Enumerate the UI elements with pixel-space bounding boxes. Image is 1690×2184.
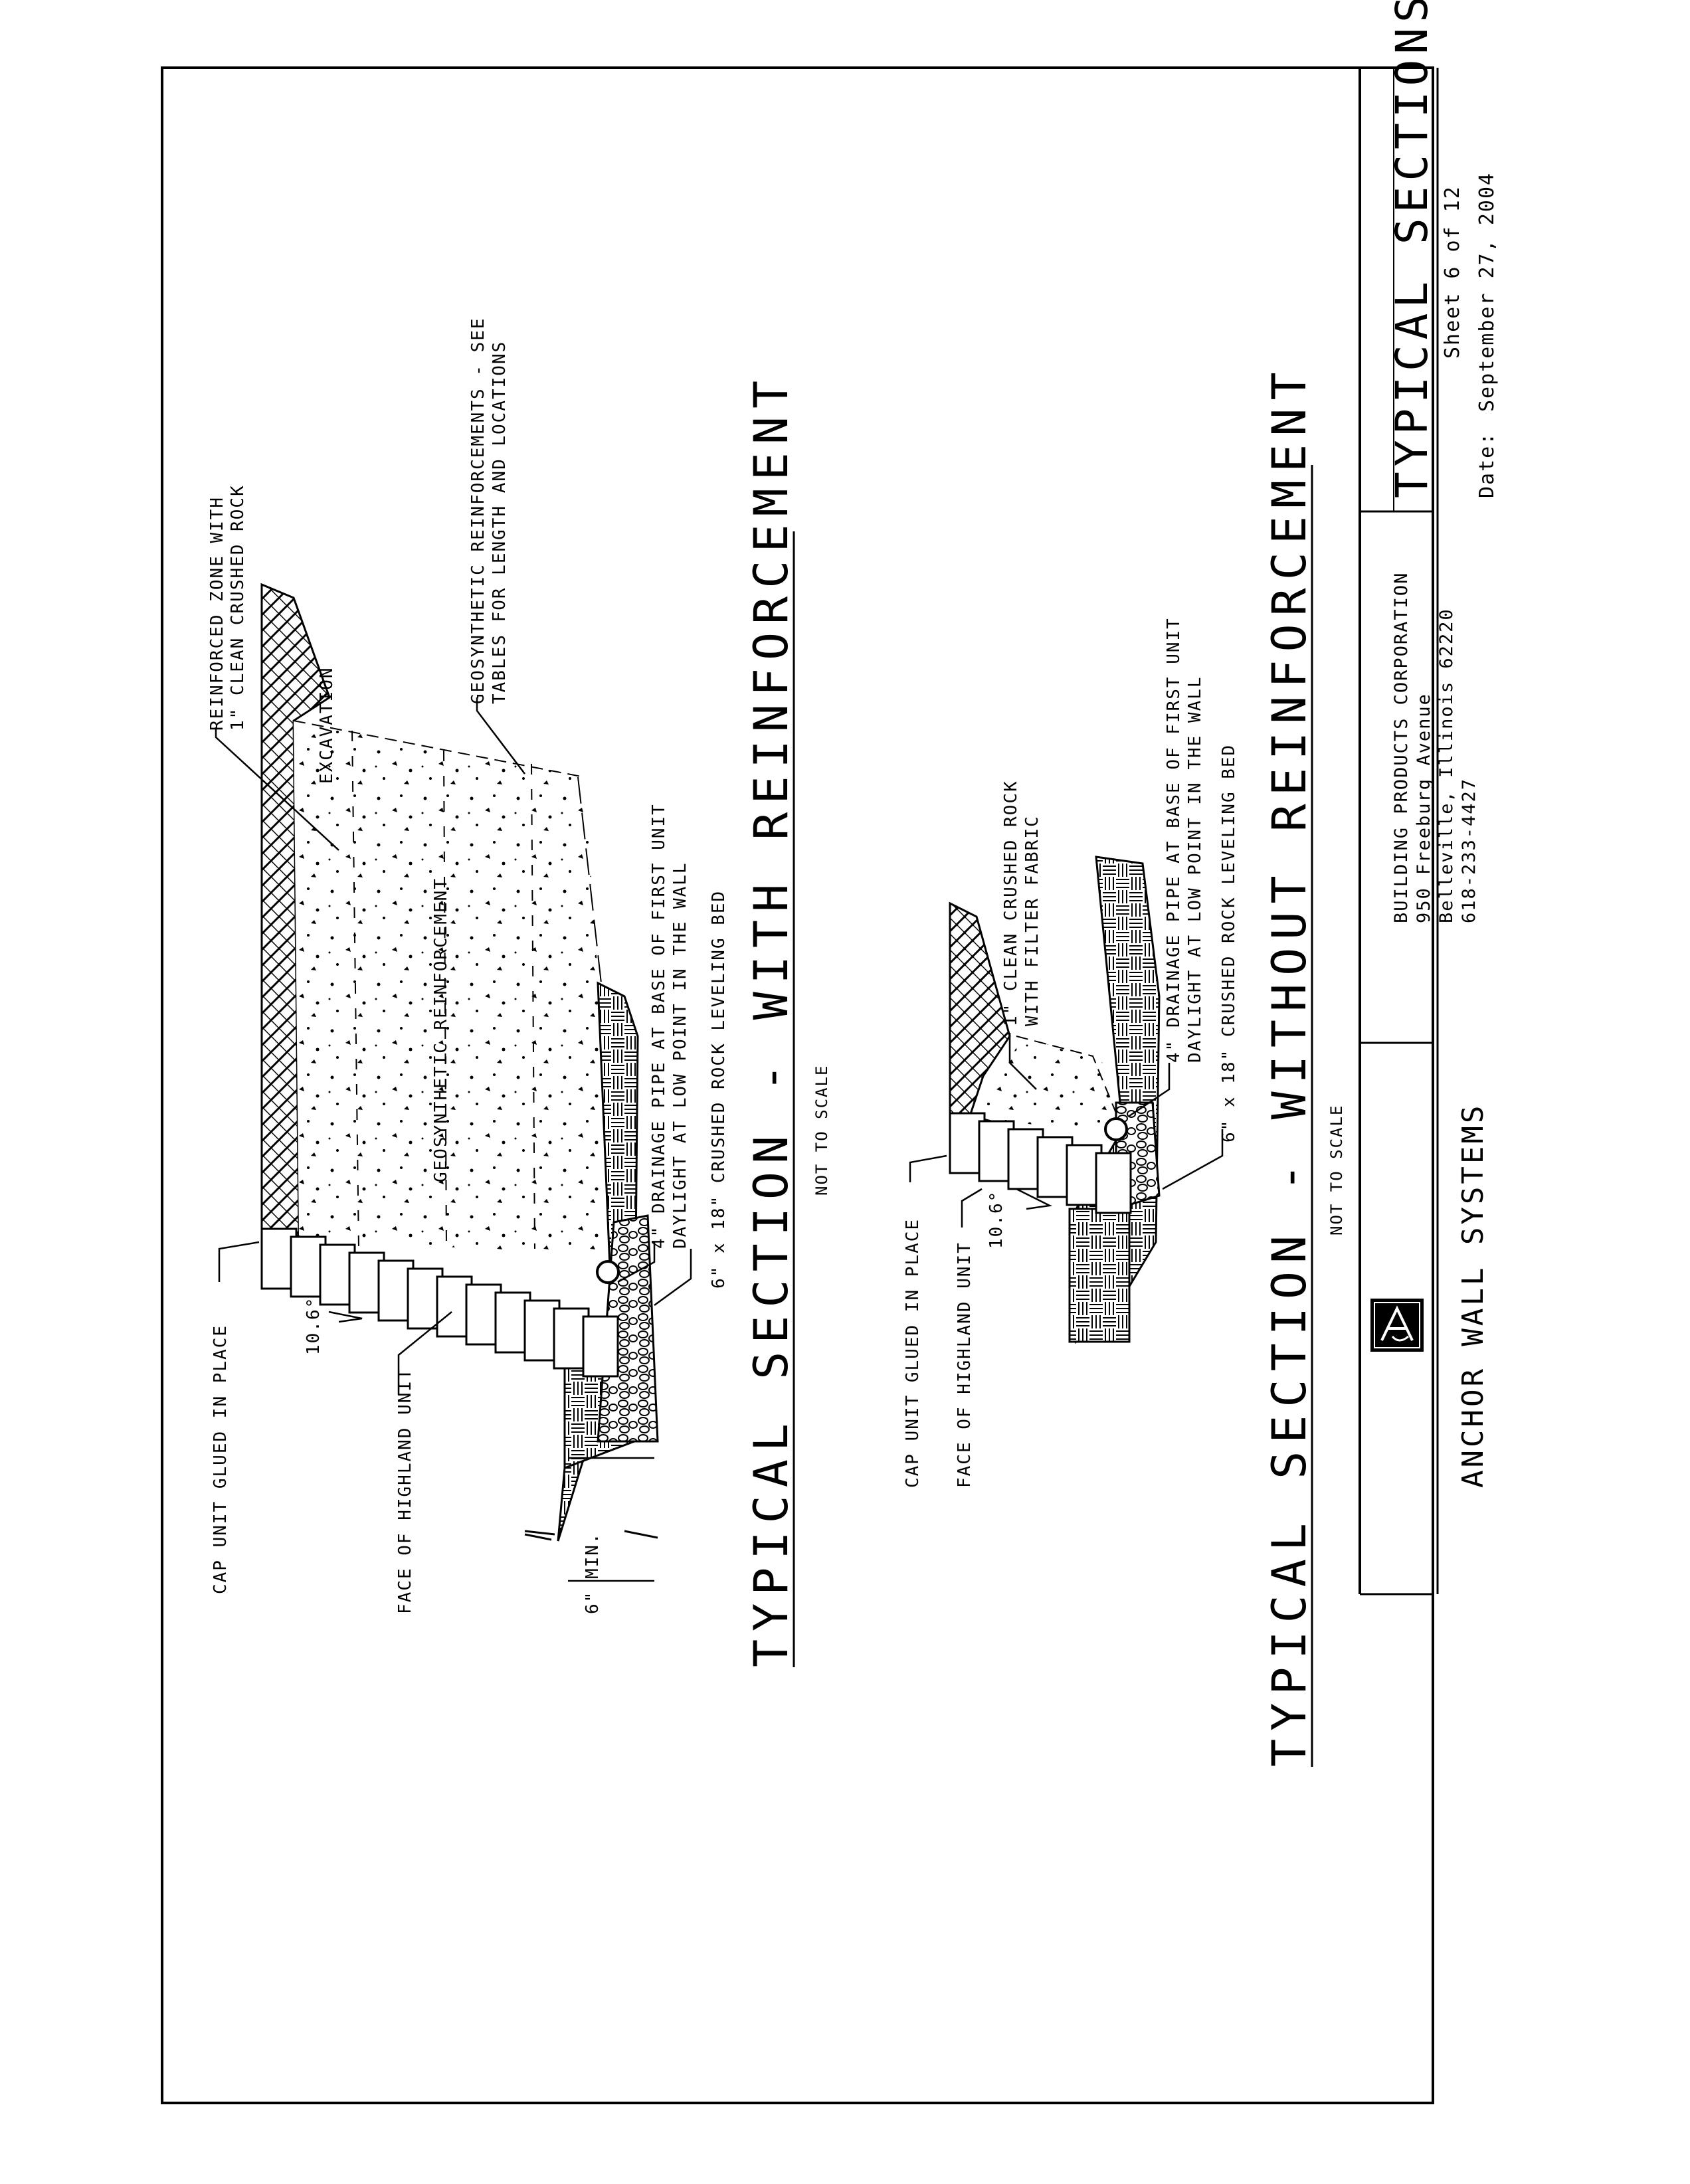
label-geo-1: GEOSYNTHETIC REINFORCEMENTS - SEE <box>468 317 488 704</box>
date-label: Date: <box>1475 432 1499 498</box>
label-geo-center: GEOSYNTHETIC REINFORCEMENT <box>431 877 451 1182</box>
section-a-scale: NOT TO SCALE <box>812 1065 831 1196</box>
label-angle: 10.6° <box>304 1297 324 1355</box>
label-drain-1-b: 4" DRAINAGE PIPE AT BASE OF FIRST UNIT <box>1164 617 1184 1063</box>
brand-name: ANCHOR WALL SYSTEMS <box>1456 1103 1490 1488</box>
drain-pipe-icon-b <box>1104 1117 1128 1141</box>
company-phone: 618-233-4427 <box>1459 778 1479 923</box>
sheet-number: Sheet 6 of 12 <box>1441 185 1464 359</box>
section-b-title: TYPICAL SECTION - WITHOUT REINFORCEMENT <box>1262 364 1317 1767</box>
section-without-reinforcement: CAP UNIT GLUED IN PLACE FACE OF HIGHLAND… <box>903 364 1346 1767</box>
label-zone-1: REINFORCED ZONE WITH <box>207 496 227 731</box>
reinforced-zone <box>294 721 614 1255</box>
title-block: TYPICAL SECTIONS Sheet 6 of 12 Date: Sep… <box>1359 0 1499 2103</box>
label-face-b: FACE OF HIGHLAND UNIT <box>955 1241 975 1488</box>
wall-units <box>260 1228 619 1378</box>
label-cap-unit: CAP UNIT GLUED IN PLACE <box>211 1324 231 1594</box>
section-a-title: TYPICAL SECTION - WITH REINFORCEMENT <box>744 373 798 1667</box>
anchor-logo-icon <box>1370 1299 1424 1352</box>
label-min: 6" MIN. <box>583 1532 603 1614</box>
drain-pipe-icon <box>596 1260 620 1284</box>
label-excavation: EXCAVATION <box>317 666 337 784</box>
label-angle-b: 10.6° <box>986 1190 1006 1249</box>
label-drain-2-b: DAYLIGHT AT LOW POINT IN THE WALL <box>1185 676 1205 1063</box>
label-zone-2: 1" CLEAN CRUSHED ROCK <box>228 484 248 731</box>
date-value: September 27, 2004 <box>1475 172 1499 412</box>
crushed-rock-zone-b <box>977 1036 1123 1129</box>
company-name: BUILDING PRODUCTS CORPORATION <box>1391 572 1412 923</box>
label-geo-2: TABLES FOR LENGTH AND LOCATIONS <box>490 341 510 704</box>
company-city: Belleville, Illinois 62220 <box>1436 608 1457 923</box>
label-rock-1: 1" CLEAN CRUSHED ROCK <box>1001 780 1021 1026</box>
company-street: 950 Freeburg Avenue <box>1414 693 1434 923</box>
geosynthetic-layers <box>351 730 535 1249</box>
wall-units-b <box>949 1112 1132 1214</box>
sheet-title: TYPICAL SECTIONS <box>1386 0 1438 498</box>
section-b-scale: NOT TO SCALE <box>1327 1105 1346 1235</box>
label-drain-2: DAYLIGHT AT LOW POINT IN THE WALL <box>670 862 690 1249</box>
label-face: FACE OF HIGHLAND UNIT <box>395 1368 415 1614</box>
label-bed: 6" x 18" CRUSHED ROCK LEVELING BED <box>709 890 729 1289</box>
label-bed-b: 6" x 18" CRUSHED ROCK LEVELING BED <box>1219 744 1239 1142</box>
section-with-reinforcement: CAP UNIT GLUED IN PLACE FACE OF HIGHLAND… <box>207 317 831 1667</box>
label-cap-unit-b: CAP UNIT GLUED IN PLACE <box>903 1218 923 1488</box>
label-drain-1: 4" DRAINAGE PIPE AT BASE OF FIRST UNIT <box>649 803 669 1249</box>
label-rock-2: WITH FILTER FABRIC <box>1022 815 1042 1026</box>
